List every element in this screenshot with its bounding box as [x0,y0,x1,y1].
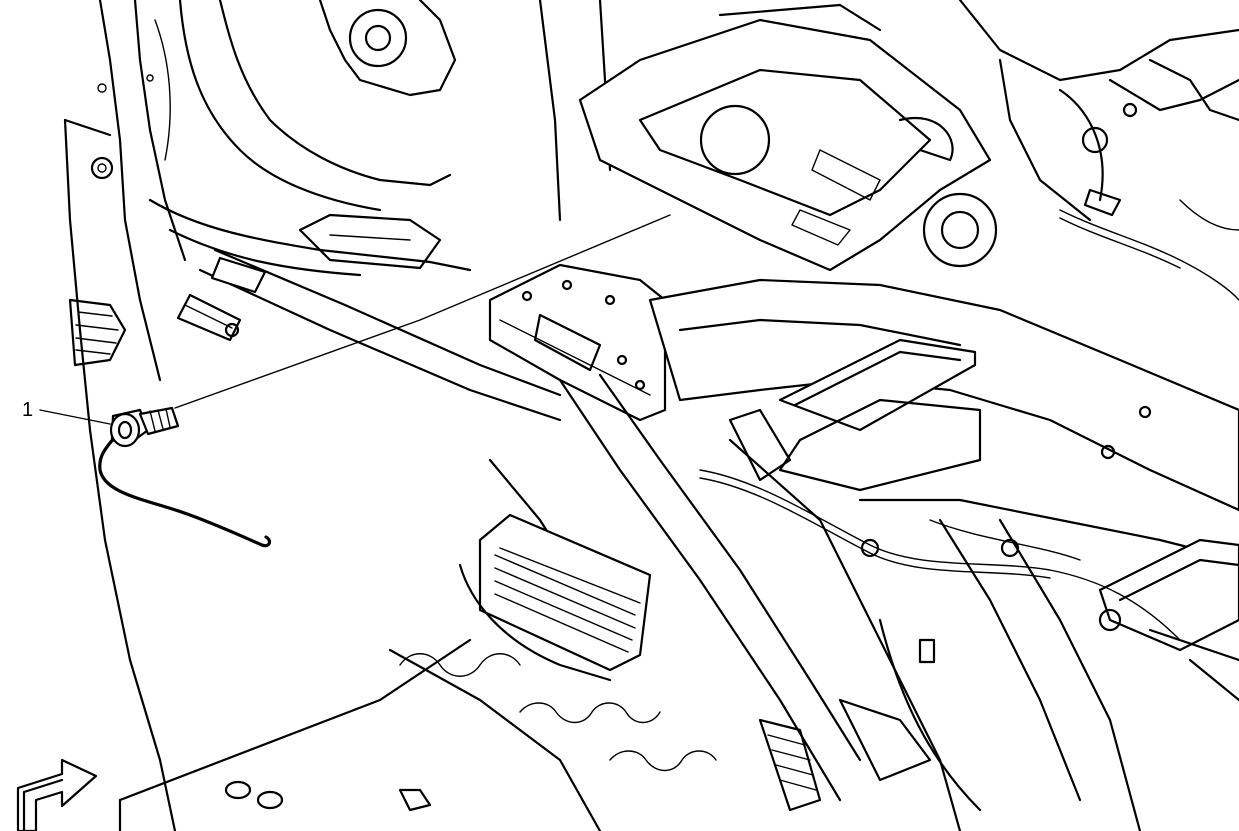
upper-right-frame [958,0,1239,231]
forward-direction-arrow-icon [16,758,98,831]
floor-panel [118,638,822,831]
hvac-duct-housing [578,3,998,272]
a-pillar-panel [63,0,187,831]
cross-car-beam [176,248,562,422]
center-mounting-bracket [488,263,667,422]
pedal-pad [458,513,652,682]
installation-guide-line [174,214,671,409]
callout-1-label: 1 [22,399,33,421]
upper-left-bracket [148,0,472,277]
floor-vent-left [728,338,982,492]
right-air-duct [648,278,1239,512]
sensor-component [98,406,272,548]
wiring-harness-right [699,188,1239,641]
floor-vent-right [1098,538,1239,702]
callout-1: 1 [22,399,111,425]
